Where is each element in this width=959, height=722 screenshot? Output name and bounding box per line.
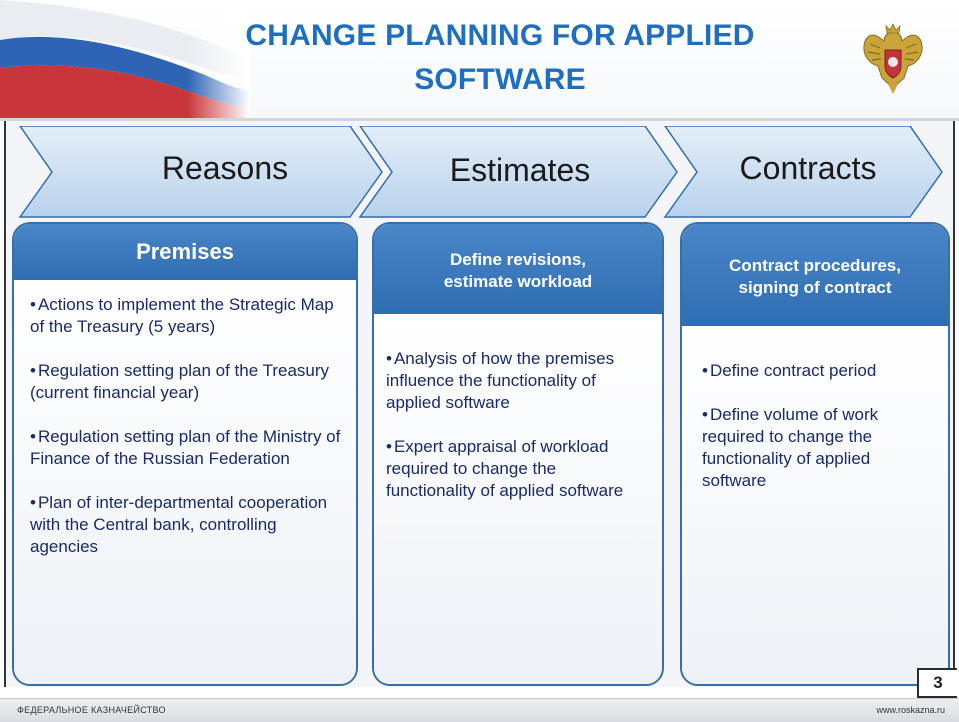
russian-flag-graphic <box>0 0 250 118</box>
card-estimates: Define revisions, estimate workload Anal… <box>372 222 664 686</box>
card-heading-line-1: Contract procedures, <box>729 256 901 275</box>
list-item: Define contract period <box>702 360 934 382</box>
header: CHANGE PLANNING FOR APPLIED SOFTWARE <box>0 0 959 118</box>
chevron-reasons <box>18 126 383 218</box>
premises-list: Actions to implement the Strategic Map o… <box>14 280 356 558</box>
title-line-1: CHANGE PLANNING FOR APPLIED <box>245 19 755 52</box>
title-line-2: SOFTWARE <box>414 63 586 96</box>
card-heading-line-2: estimate workload <box>443 272 593 291</box>
card-body: Analysis of how the premises influence t… <box>374 314 662 684</box>
list-item: Regulation setting plan of the Ministry … <box>30 426 342 470</box>
list-item: Actions to implement the Strategic Map o… <box>30 294 342 338</box>
header-divider <box>0 118 959 121</box>
card-header: Contract procedures, signing of contract <box>682 224 948 326</box>
list-item: Plan of inter-departmental cooperation w… <box>30 492 342 558</box>
card-body: Define contract period Define volume of … <box>682 326 948 684</box>
card-heading: Premises <box>136 239 234 264</box>
card-header: Premises <box>14 224 356 280</box>
footer-organization: ФЕДЕРАЛЬНОЕ КАЗНАЧЕЙСТВО <box>17 705 166 715</box>
coat-of-arms-icon <box>863 23 923 94</box>
stage-label-reasons: Reasons <box>161 150 289 186</box>
list-item: Regulation setting plan of the Treasury … <box>30 360 342 404</box>
card-premises: Premises Actions to implement the Strate… <box>12 222 358 686</box>
estimates-list: Analysis of how the premises influence t… <box>374 314 662 502</box>
card-heading-line-1: Define revisions, <box>449 250 587 269</box>
card-body: Actions to implement the Strategic Map o… <box>14 280 356 684</box>
list-item: Define volume of work required to change… <box>702 404 934 492</box>
chevron-contracts <box>663 126 943 218</box>
contracts-list: Define contract period Define volume of … <box>682 326 948 492</box>
card-contracts: Contract procedures, signing of contract… <box>680 222 950 686</box>
card-header: Define revisions, estimate workload <box>374 224 662 314</box>
stage-label-estimates: Estimates <box>449 152 591 188</box>
card-heading-line-2: signing of contract <box>738 278 892 297</box>
footer: ФЕДЕРАЛЬНОЕ КАЗНАЧЕЙСТВО www.roskazna.ru <box>0 698 959 722</box>
stage-label-contracts: Contracts <box>739 150 877 186</box>
list-item: Expert appraisal of workload required to… <box>386 436 648 502</box>
slide-title: CHANGE PLANNING FOR APPLIED SOFTWARE <box>230 14 770 102</box>
process-chevrons <box>18 126 943 218</box>
footer-website-link[interactable]: www.roskazna.ru <box>876 705 945 715</box>
list-item: Analysis of how the premises influence t… <box>386 348 648 414</box>
chevron-estimates <box>358 126 678 218</box>
page-number: 3 <box>917 668 957 698</box>
